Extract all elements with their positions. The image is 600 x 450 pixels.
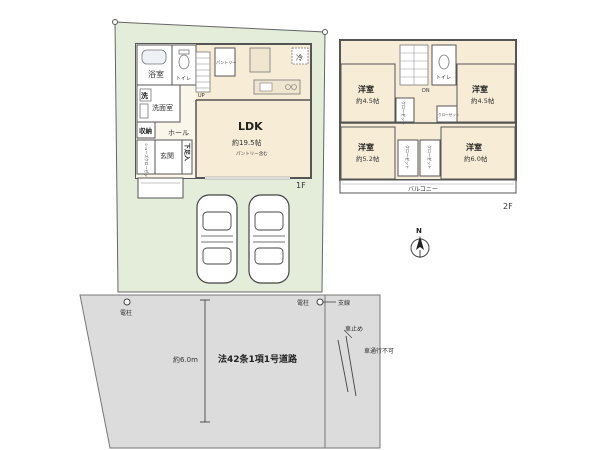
utility-pole-icon	[316, 298, 324, 306]
entrance-porch	[137, 177, 184, 199]
bollard-pointer	[343, 329, 353, 339]
room-se-label: 洋室	[466, 142, 482, 152]
closet-center-left-label: クローゼット	[405, 145, 411, 169]
sink-icon	[259, 82, 273, 92]
stove-icon	[285, 84, 291, 90]
room-sw-label: 洋室	[358, 142, 374, 152]
entrance-label: 玄関	[160, 151, 174, 160]
shoe-box-label: 下足入	[183, 143, 191, 161]
dn-label: DN	[422, 88, 430, 94]
guy-wire-label: 支線	[338, 299, 350, 307]
closet-center-left	[397, 139, 419, 177]
pole-left-label: 電柱	[120, 309, 132, 317]
washroom-label: 洗面室	[152, 103, 173, 112]
shoe-closet-label: シューズクローゼット	[144, 143, 149, 181]
bollard-line	[345, 335, 357, 397]
toilet-1f-label: トイレ	[176, 76, 191, 82]
north-arrow-icon	[410, 236, 430, 258]
floor-2f: 洋室 約4.5帖 クローゼット DN トイレ 洋室 約4.5帖 クローゼット 洋…	[339, 39, 517, 211]
room-storage	[136, 121, 156, 139]
toilet-icon	[178, 54, 190, 70]
room-sw-size: 約5.2帖	[356, 154, 380, 163]
stairs-1f	[195, 51, 211, 93]
toilet-tank-icon	[178, 49, 190, 55]
closet-nw	[395, 97, 415, 123]
bollard-line	[337, 339, 349, 393]
room-ne-size: 約4.5帖	[471, 96, 495, 105]
site-corner-marker	[322, 29, 328, 35]
shoe-box	[181, 139, 193, 175]
hall-label: ホール	[168, 129, 189, 137]
room-western-ne	[456, 63, 516, 123]
parked-car	[196, 194, 238, 284]
room-ne-label: 洋室	[472, 84, 488, 94]
fridge-space	[291, 47, 309, 65]
balcony	[339, 179, 517, 194]
stove-icon	[291, 84, 297, 90]
floor-2f-label: 2F	[503, 202, 513, 211]
room-western-sw	[340, 126, 396, 180]
north-label: N	[416, 227, 422, 235]
room-western-nw	[340, 63, 396, 123]
road	[79, 294, 381, 449]
parked-car	[248, 194, 290, 284]
room-se-size: 約6.0帖	[464, 154, 488, 163]
storage-label: 収納	[139, 126, 153, 135]
floor-1f: 浴室 トイレ 洗 洗面室 UP パントリー	[135, 43, 312, 199]
sink-icon	[139, 103, 149, 119]
bollard-label: 車止め	[345, 325, 363, 333]
room-nw-label: 洋室	[358, 84, 374, 94]
stairs-2f	[399, 44, 429, 86]
floor-1f-label: 1F	[296, 181, 306, 190]
road-width-label: 約6.0m	[173, 355, 198, 364]
kitchen-counter	[249, 47, 271, 73]
road-label: 法42条1項1号道路	[218, 353, 298, 365]
pole-right-label: 電柱	[297, 299, 309, 307]
toilet-2f-label: トイレ	[436, 75, 451, 81]
room-entrance	[154, 139, 183, 175]
bath-label: 浴室	[148, 69, 164, 79]
balcony-label: バルコニー	[408, 186, 438, 193]
closet-nw-label: クローゼット	[401, 101, 407, 125]
closet-center-right	[419, 139, 441, 177]
fridge-label: 冷	[296, 53, 303, 62]
ldk-label: LDK	[238, 120, 263, 133]
up-label: UP	[198, 93, 205, 99]
washing-machine-icon	[139, 88, 152, 102]
wash-label: 洗	[141, 91, 148, 100]
closet-center-right-label: クローゼット	[427, 145, 433, 169]
closet-ne-label: クローゼット	[438, 112, 460, 117]
closet-ne	[436, 105, 458, 123]
pantry-label: パントリー	[216, 60, 236, 65]
no-vehicle-label: 車通行不可	[364, 347, 394, 355]
site-corner-marker	[112, 19, 118, 25]
toilet-icon	[438, 54, 450, 70]
room-western-se	[440, 126, 516, 180]
ldk-size-label: 約19.5帖	[232, 138, 262, 147]
ldk-note-label: パントリー含む	[236, 150, 268, 157]
utility-pole-icon	[123, 298, 131, 306]
room-nw-size: 約4.5帖	[356, 96, 380, 105]
room-pantry	[214, 47, 236, 77]
bathtub-icon	[141, 49, 167, 65]
